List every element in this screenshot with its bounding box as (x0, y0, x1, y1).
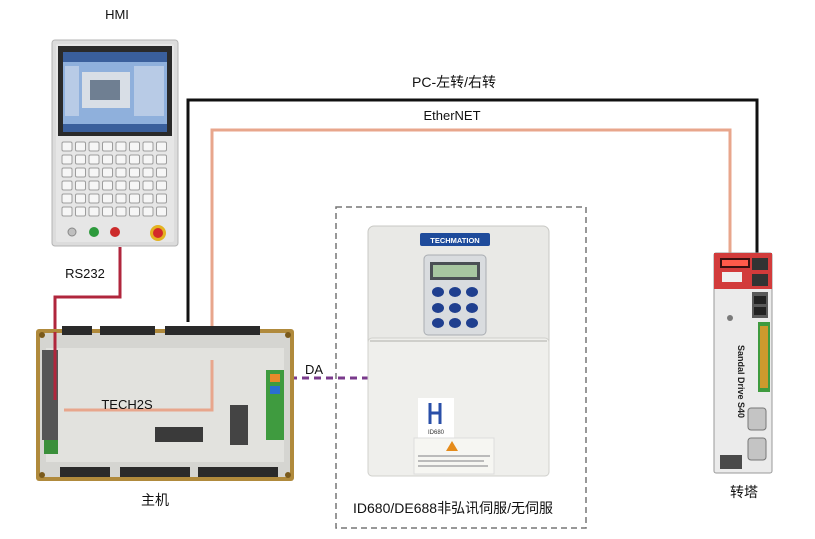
drive-brand-bar (420, 233, 490, 246)
main-board-label: TECH2S (101, 397, 153, 412)
hmi-key (102, 180, 113, 191)
hmi-key (61, 180, 73, 191)
hmi-key (102, 193, 113, 204)
hmi-key (115, 206, 127, 217)
hmi-key (129, 167, 140, 178)
drive-enclosure (335, 206, 587, 529)
hmi-key (129, 206, 140, 217)
hmi-key (156, 180, 167, 191)
servo-name-text: Sandal Drive S40 (736, 345, 746, 418)
drive-key (432, 303, 444, 313)
servo-logo-icon (727, 315, 733, 321)
hmi-key (156, 154, 167, 165)
ethernet-label: EtherNET (423, 108, 480, 123)
hmi-key (75, 141, 86, 152)
hmi-panel (51, 39, 179, 247)
drive-caption: ID680/DE688非弘讯伺服/无伺服 (353, 500, 553, 516)
hmi-key (115, 167, 127, 178)
hmi-key (75, 180, 86, 191)
hmi-key (129, 180, 140, 191)
ethernet-line-board-segment (64, 360, 214, 412)
da-label: DA (305, 362, 323, 377)
drive-key (449, 287, 461, 297)
drive-key (449, 303, 461, 313)
pc-link-line (186, 98, 759, 322)
hmi-key (102, 141, 113, 152)
drive-logo-icon (428, 403, 442, 424)
hmi-key (88, 206, 100, 217)
hmi-keypad (61, 141, 167, 217)
drive-badge (418, 398, 454, 438)
hmi-key (61, 206, 73, 217)
hmi-key (88, 167, 100, 178)
drive-brand-text: TECHMATION (430, 236, 479, 245)
hmi-green-button-icon (89, 227, 99, 237)
hmi-key (75, 167, 86, 178)
hmi-key (156, 193, 167, 204)
hmi-key (88, 180, 100, 191)
hmi-key (142, 141, 154, 152)
inverter-drive: TECHMATION ID680 (367, 225, 550, 477)
drive-key (466, 287, 478, 297)
hmi-key (75, 193, 86, 204)
hmi-key (142, 193, 154, 204)
hmi-key (115, 141, 127, 152)
hmi-key (142, 154, 154, 165)
hmi-key (102, 206, 113, 217)
servo-drive: Sandal Drive S40 (713, 252, 773, 474)
drive-key (432, 287, 444, 297)
hmi-key (61, 193, 73, 204)
hmi-label: HMI (105, 7, 129, 22)
hmi-key (75, 206, 86, 217)
hmi-key (115, 193, 127, 204)
hmi-key (88, 154, 100, 165)
host-label: 主机 (141, 492, 169, 508)
hmi-key (61, 141, 73, 152)
main-board (36, 326, 294, 481)
hmi-key (129, 154, 140, 165)
drive-keys (432, 287, 478, 328)
drive-key (466, 303, 478, 313)
hmi-key (75, 154, 86, 165)
hmi-key (115, 154, 127, 165)
pc-link-label: PC-左转/右转 (412, 74, 496, 90)
warning-triangle-icon (446, 441, 458, 451)
hmi-key (156, 141, 167, 152)
turret-label: 转塔 (730, 484, 758, 500)
hmi-key (115, 180, 127, 191)
drive-key (466, 318, 478, 328)
drive-badge-text: ID680 (428, 430, 445, 436)
hmi-key (129, 141, 140, 152)
hmi-key-switch-icon (67, 227, 77, 237)
hmi-key (156, 206, 167, 217)
hmi-key (156, 167, 167, 178)
hmi-key (102, 167, 113, 178)
hmi-key (88, 193, 100, 204)
hmi-key (102, 154, 113, 165)
hmi-key (88, 141, 100, 152)
hmi-key (129, 193, 140, 204)
hmi-key (142, 180, 154, 191)
hmi-key (142, 206, 154, 217)
drive-key (432, 318, 444, 328)
drive-key (449, 318, 461, 328)
hmi-key (61, 167, 73, 178)
rs232-label: RS232 (65, 266, 105, 281)
hmi-key (61, 154, 73, 165)
hmi-red-button-icon (110, 227, 120, 237)
hmi-key (142, 167, 154, 178)
